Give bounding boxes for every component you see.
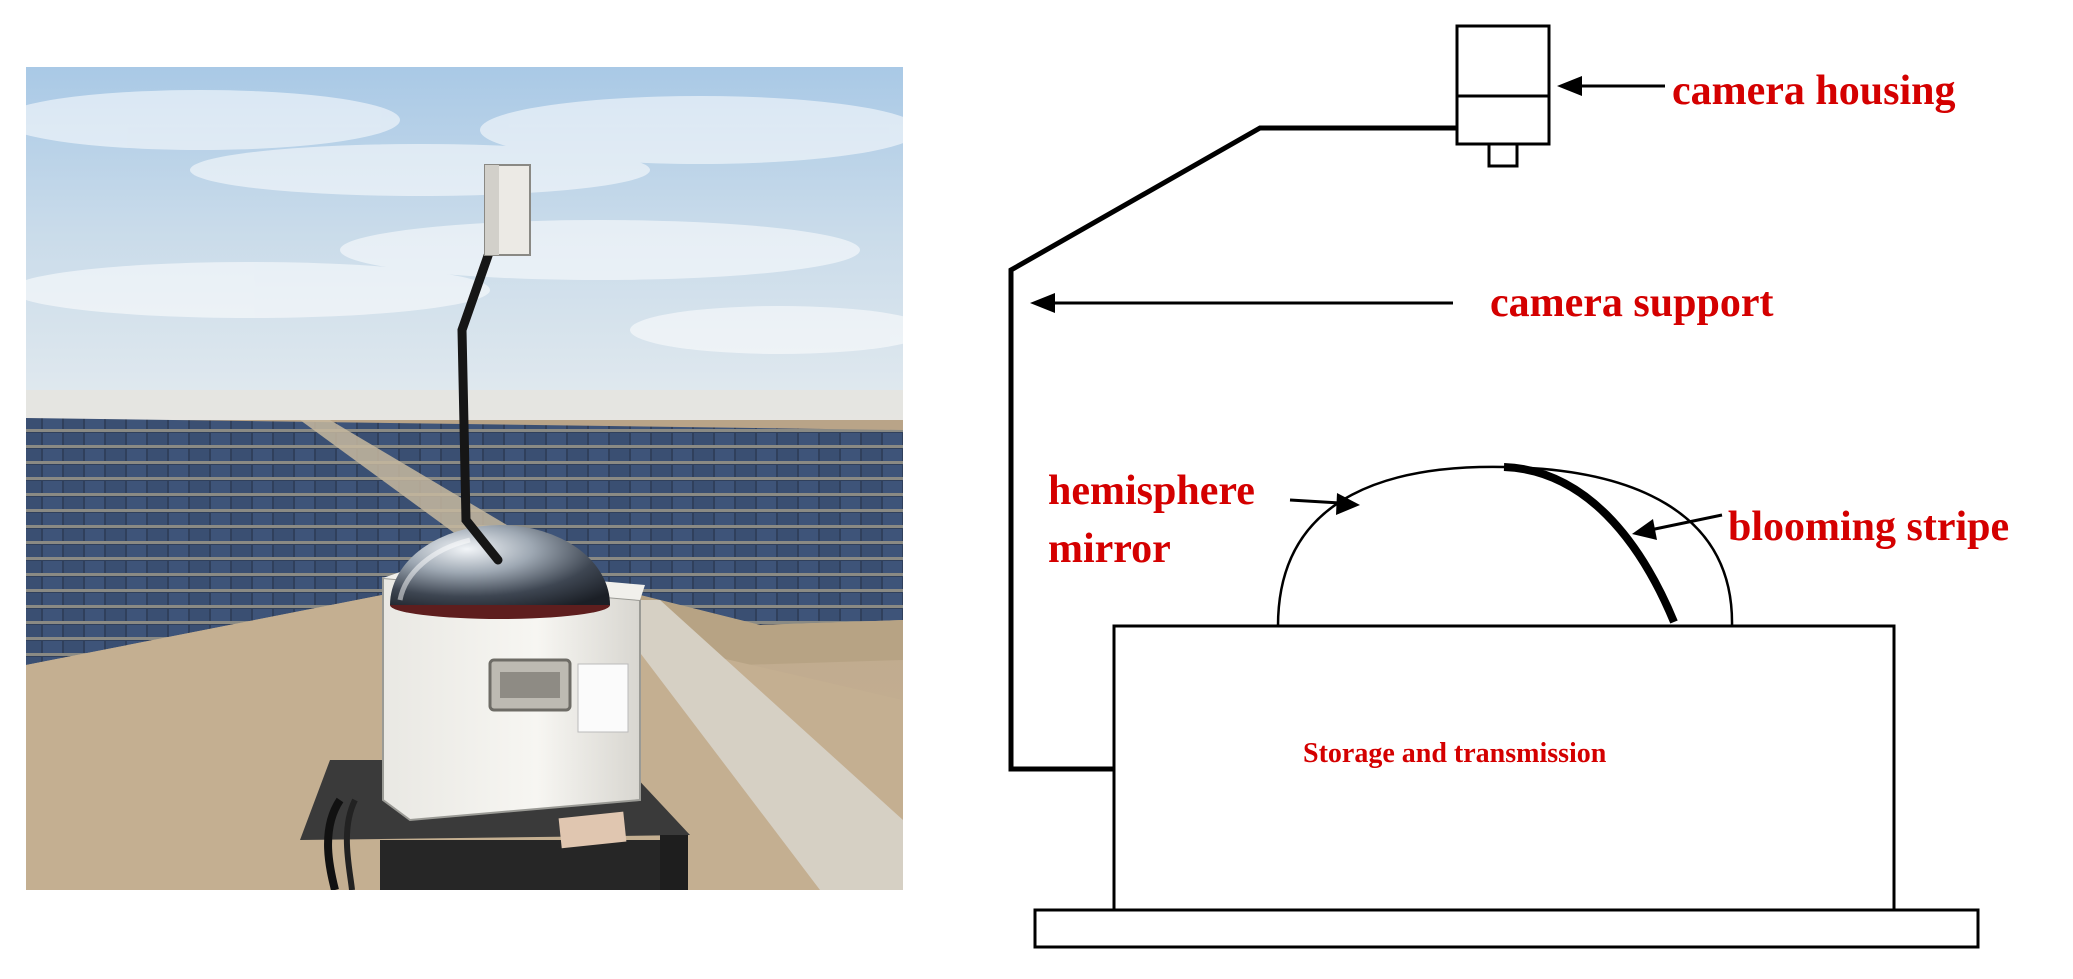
label-hemisphere-line2: mirror: [1048, 526, 1171, 572]
camera-housing-box: [1455, 24, 1551, 168]
label-camera-housing: camera housing: [1672, 68, 1956, 114]
base-plate: [1033, 908, 1980, 949]
label-camera-support: camera support: [1490, 280, 1773, 326]
arrow-camera-housing: [1557, 76, 1665, 96]
label-hemisphere-line1: hemisphere: [1048, 468, 1255, 514]
clouds: [26, 90, 903, 354]
arrow-camera-support: [1030, 293, 1453, 313]
hemisphere-dome: [1276, 465, 1734, 627]
camera-pole: [457, 245, 503, 565]
blooming-stripe-mark: [1503, 463, 1678, 624]
arrow-blooming-stripe: [1632, 513, 1723, 540]
label-blooming-stripe: blooming stripe: [1728, 504, 2009, 550]
camera-support-arm: [1008, 125, 1457, 772]
dome-mirror: [390, 525, 610, 619]
storage-box: [1112, 624, 1896, 912]
arrow-hemisphere-mirror: [1289, 493, 1360, 515]
camera-housing-photo: [484, 164, 531, 256]
label-storage: Storage and transmission: [1303, 738, 1607, 769]
diagram: [1008, 24, 1980, 949]
walkway: [600, 600, 903, 890]
photo-sky-camera: [26, 67, 903, 890]
